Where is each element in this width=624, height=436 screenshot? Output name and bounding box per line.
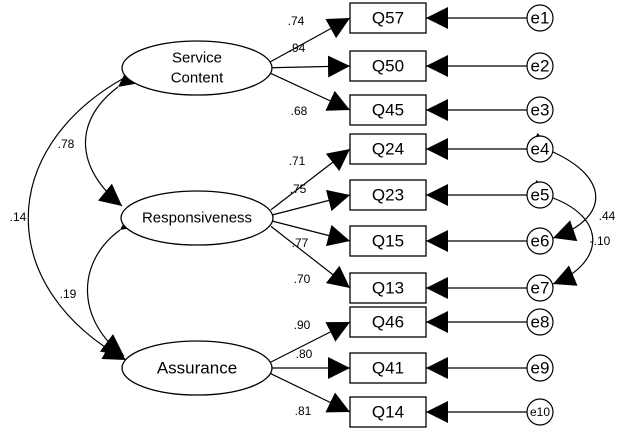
- error-term: [526, 354, 554, 382]
- loading-arrow: [269, 55, 351, 78]
- error-label: e4: [531, 140, 550, 159]
- error-correlation-label: .44: [599, 209, 616, 223]
- indicator-label: Q57: [372, 9, 404, 28]
- error-term: [526, 52, 554, 80]
- factor-correlation-label: .19: [60, 287, 77, 301]
- error-term: [526, 4, 554, 32]
- loading-arrow: [269, 372, 351, 413]
- error-label: e10: [530, 405, 550, 419]
- loading-label: .74: [288, 14, 305, 28]
- loading-label: .75: [290, 182, 307, 196]
- error-term: [526, 135, 554, 163]
- factor-label: Content: [171, 70, 224, 87]
- factor-correlation-arrow: [84, 64, 143, 207]
- loading-label: .77: [292, 236, 309, 250]
- path-arrows: [269, 6, 527, 423]
- error-label: e7: [531, 279, 550, 298]
- factor-assurance: [121, 340, 273, 396]
- indicator-box: [349, 396, 427, 428]
- loading-arrow: [270, 148, 351, 211]
- loading-arrow: [270, 189, 351, 216]
- indicator-box: [349, 179, 427, 211]
- indicator-box: [349, 306, 427, 338]
- indicator-label: Q23: [372, 186, 404, 205]
- loading-label: .90: [294, 318, 311, 332]
- factor-label: Assurance: [157, 359, 237, 378]
- indicator-label: Q45: [372, 101, 404, 120]
- indicator-box: [349, 352, 427, 384]
- error-correlation-label: -.10: [590, 234, 611, 248]
- error-label: e5: [531, 186, 550, 205]
- factor-correlation-arrow: [27, 57, 149, 361]
- loading-label: .80: [296, 347, 313, 361]
- error-term: [526, 96, 554, 124]
- coefficient-labels: .78 .19 .14 .44 -.10 .74 .94 .68 .71 .75 .77 .70 .90…: [10, 14, 616, 418]
- error-term: [526, 398, 554, 426]
- indicator-box: [349, 225, 427, 257]
- loading-arrow: [269, 17, 351, 63]
- indicator-label: Q15: [372, 232, 404, 251]
- indicator-label: Q24: [372, 140, 404, 159]
- error-term: [526, 181, 554, 209]
- indicator-box: [349, 94, 427, 126]
- error-correlation-arrow: [528, 179, 594, 286]
- error-term: [526, 227, 554, 255]
- factor-correlation-arrow: [86, 208, 145, 357]
- indicator-label: Q14: [372, 403, 404, 422]
- loading-arrow: [269, 72, 351, 111]
- indicator-label: Q13: [372, 279, 404, 298]
- error-label: e6: [531, 232, 550, 251]
- error-term: [526, 308, 554, 336]
- indicator-label: Q46: [372, 313, 404, 332]
- factor-label: Service: [172, 50, 222, 67]
- loading-arrow: [269, 321, 351, 364]
- factor-responsiveness: [120, 190, 274, 246]
- factor-service: [121, 40, 273, 96]
- indicator-box: [349, 133, 427, 165]
- indicator-box: [349, 2, 427, 34]
- indicator-label: Q50: [372, 57, 404, 76]
- loading-label: .70: [294, 272, 311, 286]
- loading-label: .94: [289, 41, 306, 55]
- error-label: e9: [531, 359, 550, 378]
- indicator-box: [349, 272, 427, 304]
- error-label: e8: [531, 313, 550, 332]
- error-term: [526, 274, 554, 302]
- error-label: e3: [531, 101, 550, 120]
- correlation-curves: [27, 57, 597, 361]
- loading-label: .68: [291, 104, 308, 118]
- error-label: e1: [531, 9, 550, 28]
- loading-arrow: [270, 225, 351, 289]
- loading-label: .81: [295, 404, 312, 418]
- factor-correlation-label: .78: [58, 137, 75, 151]
- loading-label: .71: [289, 154, 306, 168]
- indicator-label: Q41: [372, 359, 404, 378]
- factor-label: Responsiveness: [142, 210, 252, 227]
- error-label: e2: [531, 57, 550, 76]
- factor-correlation-label: .14: [10, 210, 27, 224]
- indicator-box: [349, 50, 427, 82]
- loading-arrow: [270, 220, 351, 247]
